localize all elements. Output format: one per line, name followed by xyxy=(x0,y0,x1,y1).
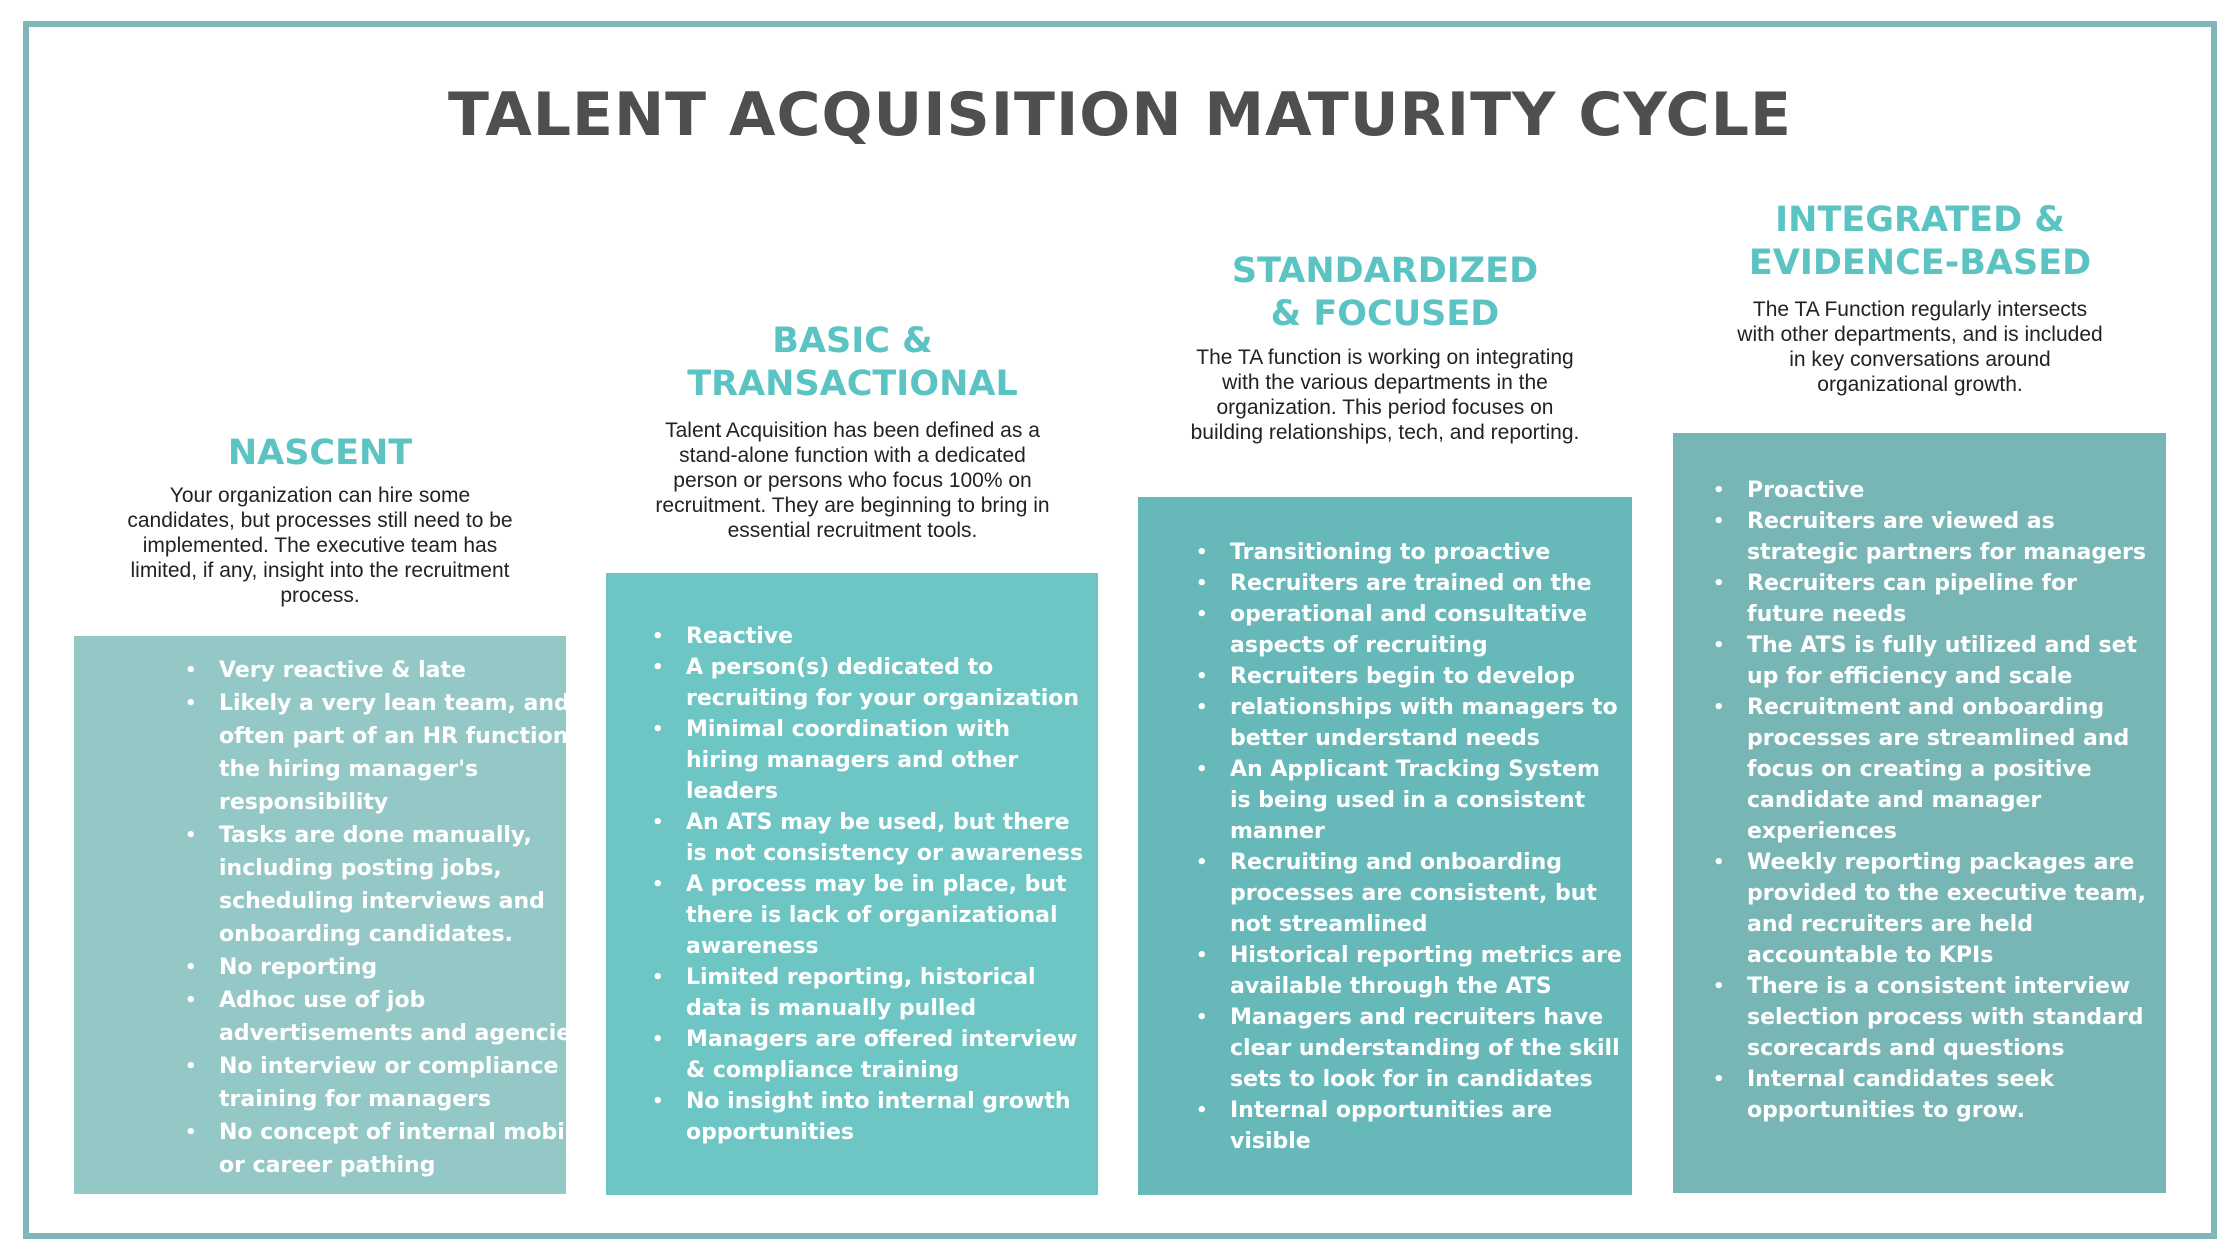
bullet-icon: • xyxy=(185,990,197,1011)
stage-heading-line: & FOCUSED xyxy=(1270,294,1500,334)
bullet-icon: • xyxy=(1196,666,1208,687)
bullet-list: •Proactive •Recruiters are viewed as str… xyxy=(1713,475,2157,1126)
list-item: •Managers and recruiters have clear unde… xyxy=(1196,1002,1625,1095)
stage-heading-line: NASCENT xyxy=(227,433,413,473)
bullet-icon: • xyxy=(652,967,664,988)
list-item: •Minimal coordination with hiring manage… xyxy=(652,714,1086,807)
stage-heading-line: TRANSACTIONAL xyxy=(687,364,1018,404)
stage-heading-line: BASIC & xyxy=(772,321,933,361)
list-item: •Recruiters are viewed as strategic part… xyxy=(1713,506,2157,568)
list-item: •An Applicant Tracking System is being u… xyxy=(1196,754,1625,847)
list-item: •Tasks are done manually, including post… xyxy=(185,819,619,951)
list-item: •Adhoc use of job advertisements and age… xyxy=(185,984,619,1050)
bullet-icon: • xyxy=(652,626,664,647)
page-border xyxy=(23,21,2217,1239)
bullet-icon: • xyxy=(1713,976,1725,997)
stage-box-standardized-focused: •Transitioning to proactive •Recruiters … xyxy=(1138,497,1632,1195)
stage-description-nascent: Your organization can hire some candidat… xyxy=(127,484,513,607)
list-item: •No interview or compliance training for… xyxy=(185,1050,619,1116)
stage-heading-standardized-focused: STANDARDIZED & FOCUSED xyxy=(1135,250,1635,336)
list-item: •A process may be in place, but there is… xyxy=(652,869,1086,962)
bullet-icon: • xyxy=(1196,945,1208,966)
stage-box-nascent: •Very reactive & late •Likely a very lea… xyxy=(74,636,605,1194)
list-item: •Recruiting and onboarding processes are… xyxy=(1196,847,1625,940)
list-item: •There is a consistent interview selecti… xyxy=(1713,971,2157,1064)
bullet-icon: • xyxy=(185,1122,197,1143)
bullet-list: •Transitioning to proactive •Recruiters … xyxy=(1196,537,1625,1157)
list-item: •operational and consultative aspects of… xyxy=(1196,599,1625,661)
bullet-list: •Reactive •A person(s) dedicated to recr… xyxy=(652,621,1086,1148)
bullet-icon: • xyxy=(652,719,664,740)
stage-heading-integrated-evidence-based: INTEGRATED & EVIDENCE-BASED xyxy=(1670,199,2170,285)
list-item: •Transitioning to proactive xyxy=(1196,537,1625,568)
bullet-icon: • xyxy=(1713,573,1725,594)
bullet-list: •Very reactive & late •Likely a very lea… xyxy=(185,654,619,1182)
bullet-icon: • xyxy=(185,660,197,681)
bullet-icon: • xyxy=(1196,604,1208,625)
list-item: •Internal candidates seek opportunities … xyxy=(1713,1064,2157,1126)
list-item: •Weekly reporting packages are provided … xyxy=(1713,847,2157,971)
bullet-icon: • xyxy=(185,825,197,846)
bullet-icon: • xyxy=(652,657,664,678)
stage-heading-basic-transactional: BASIC & TRANSACTIONAL xyxy=(600,320,1105,406)
list-item: •Managers are offered interview & compli… xyxy=(652,1024,1086,1086)
list-item: •Recruitment and onboarding processes ar… xyxy=(1713,692,2157,847)
bullet-icon: • xyxy=(1196,1100,1208,1121)
stage-description-standardized-focused: The TA function is working on integratin… xyxy=(1190,346,1580,444)
bullet-icon: • xyxy=(185,957,197,978)
stage-heading-line: INTEGRATED & xyxy=(1775,200,2065,240)
list-item: •Likely a very lean team, and often part… xyxy=(185,687,619,819)
bullet-icon: • xyxy=(1196,697,1208,718)
list-item: •No reporting xyxy=(185,951,619,984)
list-item: •No concept of internal mobility or care… xyxy=(185,1116,619,1182)
list-item: •Proactive xyxy=(1713,475,2157,506)
list-item: •A person(s) dedicated to recruiting for… xyxy=(652,652,1086,714)
bullet-icon: • xyxy=(1196,759,1208,780)
list-item: •Recruiters are trained on the xyxy=(1196,568,1625,599)
list-item: •Internal opportunities are visible xyxy=(1196,1095,1625,1157)
bullet-icon: • xyxy=(1713,511,1725,532)
bullet-icon: • xyxy=(652,1029,664,1050)
list-item: •Very reactive & late xyxy=(185,654,619,687)
stage-box-basic-transactional: •Reactive •A person(s) dedicated to recr… xyxy=(606,573,1098,1195)
list-item: •Recruiters begin to develop xyxy=(1196,661,1625,692)
bullet-icon: • xyxy=(652,812,664,833)
stage-description-integrated-evidence-based: The TA Function regularly intersects wit… xyxy=(1737,298,2103,396)
bullet-icon: • xyxy=(1713,480,1725,501)
list-item: •Historical reporting metrics are availa… xyxy=(1196,940,1625,1002)
bullet-icon: • xyxy=(652,1091,664,1112)
bullet-icon: • xyxy=(1713,852,1725,873)
bullet-icon: • xyxy=(652,874,664,895)
bullet-icon: • xyxy=(1196,1007,1208,1028)
bullet-icon: • xyxy=(1713,635,1725,656)
list-item: •relationships with managers to better u… xyxy=(1196,692,1625,754)
bullet-icon: • xyxy=(1196,542,1208,563)
stage-heading-line: EVIDENCE-BASED xyxy=(1748,243,2092,283)
list-item: •Recruiters can pipeline for future need… xyxy=(1713,568,2157,630)
list-item: •Reactive xyxy=(652,621,1086,652)
bullet-icon: • xyxy=(185,1056,197,1077)
stage-heading-nascent: NASCENT xyxy=(70,432,570,475)
bullet-icon: • xyxy=(1196,573,1208,594)
stage-heading-line: STANDARDIZED xyxy=(1231,251,1539,291)
bullet-icon: • xyxy=(185,693,197,714)
page-title: TALENT ACQUISITION MATURITY CYCLE xyxy=(448,80,1792,150)
bullet-icon: • xyxy=(1713,697,1725,718)
list-item: •No insight into internal growth opportu… xyxy=(652,1086,1086,1148)
list-item: •The ATS is fully utilized and set up fo… xyxy=(1713,630,2157,692)
list-item: •Limited reporting, historical data is m… xyxy=(652,962,1086,1024)
bullet-icon: • xyxy=(1196,852,1208,873)
list-item: •An ATS may be used, but there is not co… xyxy=(652,807,1086,869)
bullet-icon: • xyxy=(1713,1069,1725,1090)
stage-box-integrated-evidence-based: •Proactive •Recruiters are viewed as str… xyxy=(1673,433,2166,1193)
stage-description-basic-transactional: Talent Acquisition has been defined as a… xyxy=(655,419,1050,542)
